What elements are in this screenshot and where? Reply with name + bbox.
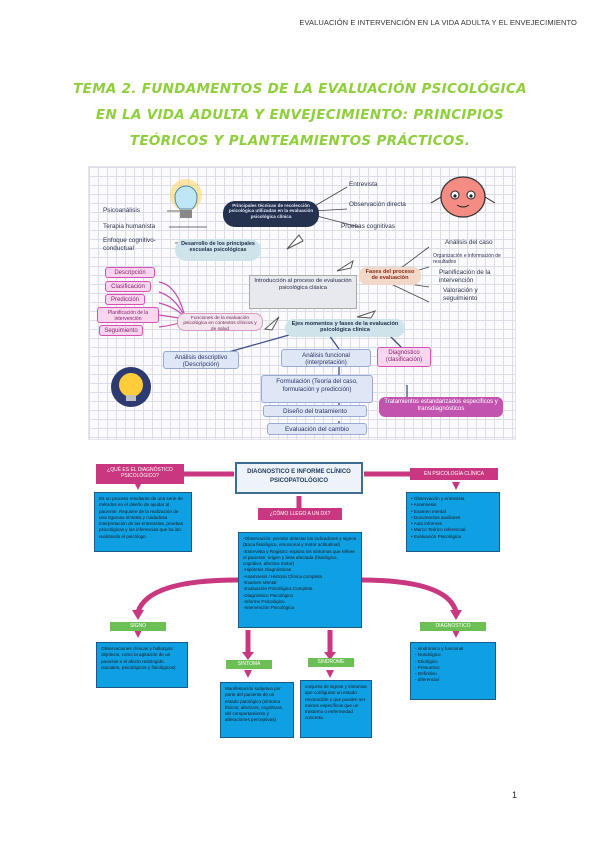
brain-icon (430, 176, 496, 218)
school-cognitive: Enfoque cognitivo-conductual (103, 237, 156, 252)
school-psychoanalysis: Psicoanálisis (103, 207, 140, 214)
clinical-item: • Anamnesis (411, 502, 437, 508)
signo-label: SIGNO (110, 622, 166, 631)
sindrome-body: conjunto de signos y síntomas que config… (300, 680, 372, 738)
how-item: -Evaluación Psicológica Completa (243, 586, 313, 592)
diagnostico-item: - Definitivo (415, 671, 437, 677)
how-item: -Observación: permite detectar los indic… (243, 536, 357, 548)
thinking-head-icon (111, 367, 151, 407)
diagnostico-item: - diferencial (415, 677, 439, 683)
phase-organization: Organización e información de resultados (433, 253, 501, 265)
instrument-cognitive-tests: Pruebas cognitivas (341, 223, 395, 230)
instrument-observation: Observación directa (349, 201, 406, 208)
phase-follow-up: Valoración y seguimiento (443, 287, 478, 302)
page-title: TEMA 2. FUNDAMENTOS DE LA EVALUACIÓN PSI… (73, 81, 527, 149)
running-header: EVALUACIÓN E INTERVENCIÓN EN LA VIDA ADU… (299, 18, 577, 27)
diagram-main-title: DIAGNOSTICO E INFORME CLÍNICO PSICOPATOL… (235, 462, 363, 494)
diagram-arrows (132, 468, 462, 678)
signo-body: Observaciones clínicas y hallazgos objet… (96, 642, 188, 688)
functions-title: Funciones de la evaluación psicológica e… (177, 313, 263, 332)
clinical-item: • Evaluación Psicológica (411, 533, 461, 539)
diagnostico-item: - Presuntivo (415, 664, 440, 670)
diagnostico-item: - sindrómico y funcional (415, 646, 464, 651)
step-change-evaluation: Evaluación del cambio (267, 423, 367, 435)
instrument-interview: Entrevista (349, 181, 378, 188)
mindmap-center-node: Introducción al proceso de evaluación ps… (249, 275, 357, 309)
what-is-diagnosis-body: Es un proceso resultante de una serie de… (94, 492, 192, 552)
diagnosis-diagram: ¿QUÉ ES EL DIAGNÓSTICO PSICOLÓGICO? DIAG… (88, 452, 514, 770)
function-follow-up: Seguimiento (99, 325, 143, 336)
schools-title: Desarrollo de los principales escuelas p… (175, 239, 261, 261)
function-prediction: Predicción (105, 294, 145, 305)
sindrome-label: SINDROME (308, 658, 354, 667)
clinical-psychology-list: • Observación y entrevista • Anamnesis •… (406, 492, 500, 552)
how-to-diagnose-list: -Observación: permite detectar los indic… (238, 532, 362, 628)
function-planning: Planificación de la intervención (97, 307, 159, 323)
how-item: -Entrevista y Registro: explora los sínt… (243, 548, 355, 567)
diagnostico-item: - Nosológico (415, 652, 441, 658)
school-humanist: Terapia humanista (103, 223, 156, 230)
clinical-item: • Documentos auxiliares (411, 514, 461, 520)
function-description: Descripción (105, 267, 155, 278)
what-is-diagnosis-label: ¿QUÉ ES EL DIAGNÓSTICO PSICOLÓGICO? (96, 464, 184, 484)
step-formulation: Formulación (Teoría del caso, formulació… (261, 375, 373, 403)
how-item: -Informe Psicológico (243, 598, 285, 604)
axes-title: Ejes momentos y fases de la evaluación p… (285, 319, 405, 337)
step-functional: Análisis funcional (interpretación) (281, 349, 371, 367)
how-item: -Hipótesis Diagnósticas (243, 567, 291, 573)
lightbulb-icon (170, 179, 202, 218)
sintoma-body: Manifestación subjetiva por parte del pa… (220, 682, 294, 738)
how-item: -Diagnóstico Psicológico (243, 592, 294, 598)
page-number: 1 (511, 790, 517, 800)
clinical-item: • Observación y entrevista (411, 496, 465, 501)
clinical-psychology-label: EN PSICOLOGÍA CLÍNICA (410, 468, 498, 480)
step-diagnosis: Diagnóstico (clasificación) (377, 347, 431, 367)
step-treatment-design: Diseño del tratamiento (263, 405, 367, 417)
clinical-item: • Marco Teórico referencial (411, 527, 466, 533)
clinical-item: • Auto informes (411, 521, 442, 527)
phase-case-analysis: Análisis del caso (445, 239, 493, 246)
instruments-title: Principales técnicas de recolección psic… (223, 201, 319, 227)
step-standard-treatments: Tratamientos estandarizados específicos … (379, 397, 503, 417)
step-descriptive: Análisis descriptivo (Descripción) (163, 351, 239, 369)
clinical-item: • Examen mental (411, 508, 446, 514)
diagnostico-label: DIAGNOSTICO (420, 622, 486, 631)
how-item: -Anamnesis / Historia Clínica completa (243, 573, 322, 579)
how-item: -Intervención Psicológica (243, 605, 295, 611)
phases-title: Fases del proceso de evaluación (359, 267, 421, 285)
phase-planning: Planificación de la intervención (439, 269, 491, 284)
diagnostico-item: - Etiológico (415, 658, 438, 664)
mind-map-figure: Psicoanálisis Terapia humanista Enfoque … (88, 166, 516, 440)
function-classification: Clasificación (105, 281, 151, 292)
diagnostico-list: - sindrómico y funcional - Nosológico - … (410, 642, 496, 700)
sintoma-label: SINTOMA (226, 660, 272, 669)
how-item: -Examen Mental (243, 580, 277, 586)
how-to-diagnose-label: ¿CÓMO LLEGO A UN DX? (258, 508, 342, 520)
